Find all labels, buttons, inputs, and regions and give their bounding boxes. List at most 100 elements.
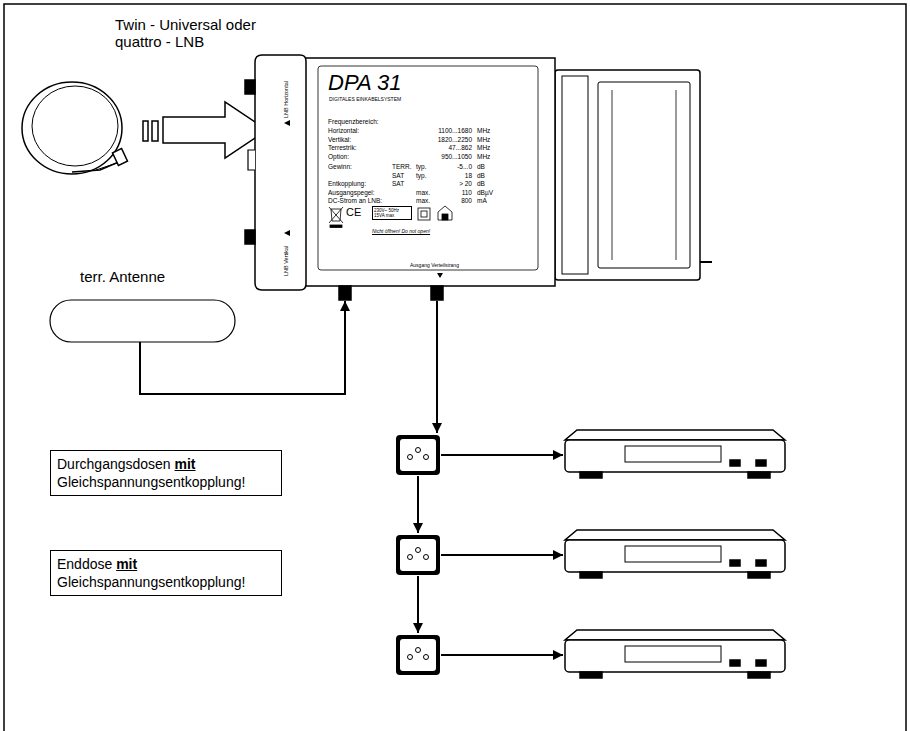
signal-wires-part xyxy=(140,301,345,394)
dpa-housing-part xyxy=(555,70,700,280)
dpa-housing-part xyxy=(245,230,255,244)
spec-text: DC-Strom an LNB: xyxy=(328,197,382,204)
spec-text: Terrestrik: xyxy=(328,144,357,151)
receivers-part-part xyxy=(580,672,602,678)
spec-unit: dB xyxy=(477,172,485,179)
dpa-housing-part xyxy=(255,55,306,290)
dpa-housing-part xyxy=(245,80,255,94)
spec-unit: dB xyxy=(477,180,485,187)
housing-symbols-part xyxy=(329,207,343,223)
spec-text: SAT xyxy=(392,172,404,179)
satellite-dish-part xyxy=(113,149,128,166)
receivers-part-part xyxy=(565,540,785,572)
receivers-part-part xyxy=(730,460,740,466)
signal-wires-part xyxy=(436,301,438,433)
ce-mark: CE xyxy=(346,206,361,219)
note-box: Enddose mit Gleichspannungsentkopplung! xyxy=(50,550,282,596)
receivers-part-part xyxy=(748,672,770,678)
dpa-housing-part xyxy=(248,150,255,170)
dpa-housing-part xyxy=(339,286,351,300)
antenna-outlets-part-part xyxy=(400,439,436,471)
signal-wires-part xyxy=(417,576,419,633)
antenna-outlets-part-part xyxy=(396,635,440,675)
antenna-outlets-part xyxy=(396,435,440,475)
receivers-part-part xyxy=(756,460,766,466)
antenna-outlets-part-part xyxy=(400,539,436,571)
note-box: Durchgangsdosen mit Gleichspannungsentko… xyxy=(50,450,282,496)
spec-value: 800 xyxy=(412,197,472,204)
dpa-housing-part xyxy=(562,76,588,274)
spec-text: TERR. xyxy=(392,163,412,170)
spec-text: Entkopplung: xyxy=(328,180,366,187)
lnb-caption: Twin - Universal oder quattro - LNB xyxy=(115,16,293,51)
receivers-part-part xyxy=(565,630,785,640)
satellite-dish-part xyxy=(96,163,117,170)
spec-text: max. xyxy=(416,189,430,196)
spec-unit: MHz xyxy=(477,136,490,143)
dpa-housing-part xyxy=(612,90,613,260)
port-label: LNB Vertikal xyxy=(283,246,289,276)
antenna-outlets-part-part xyxy=(400,639,436,671)
spec-text: Horizontal: xyxy=(328,127,359,134)
spec-text: Frequenzbereich: xyxy=(328,118,379,125)
spec-unit: mA xyxy=(477,197,487,204)
spec-text: Gewinn: xyxy=(328,163,352,170)
model-name: DPA 31 xyxy=(328,70,401,95)
housing-symbols xyxy=(284,120,452,278)
housing-symbols-part xyxy=(329,207,343,223)
receivers-part-part xyxy=(565,530,785,540)
housing-symbols-part xyxy=(418,208,430,220)
receivers-part-part xyxy=(565,440,785,472)
satellite-dish xyxy=(22,82,127,174)
housing-symbols-part xyxy=(442,214,448,220)
dpa-housing xyxy=(245,55,712,300)
note-text: Enddose mit Gleichspannungsentkopplung! xyxy=(57,555,275,591)
spec-value: > 20 xyxy=(412,180,472,187)
antenna-outlets-part-part xyxy=(408,455,413,460)
housing-symbols-part xyxy=(438,206,452,220)
antenna-outlets-part xyxy=(396,635,440,675)
spec-value: 1100...1680 xyxy=(412,127,472,134)
antenna-outlets-part-part xyxy=(408,655,413,660)
note-word: Durchgangsdosen xyxy=(57,456,171,472)
receivers-part xyxy=(565,630,785,678)
warning-text: Nicht öffnen! Do not open! xyxy=(372,229,430,235)
spec-unit: MHz xyxy=(477,153,490,160)
spec-value: 110 xyxy=(412,189,472,196)
spec-text: max. xyxy=(416,197,430,204)
receivers-part-part xyxy=(730,560,740,566)
spec-text: typ. xyxy=(416,163,426,170)
antenna-outlets-part-part xyxy=(424,455,429,460)
antenna-outlets-part-part xyxy=(396,435,440,475)
note-text: Durchgangsdosen mit Gleichspannungsentko… xyxy=(57,455,275,491)
note-word: mit xyxy=(116,556,137,572)
receivers-part-part xyxy=(730,660,740,666)
port-label: LNB Horizontal xyxy=(283,81,289,118)
receivers-part-part xyxy=(756,660,766,666)
spec-text: SAT xyxy=(392,180,404,187)
hollow-arrow-part xyxy=(143,121,148,141)
dpa-housing-part xyxy=(318,66,538,270)
antenna-outlets-part-part xyxy=(416,648,421,653)
terrestrial-antenna xyxy=(50,300,235,342)
receivers-part-part xyxy=(565,640,785,672)
spec-value: 1820...2250 xyxy=(412,136,472,143)
dpa-housing-part xyxy=(598,82,690,268)
receivers-part-part xyxy=(580,472,602,478)
antenna-outlets-part-part xyxy=(416,448,421,453)
antenna-caption: terr. Antenne xyxy=(80,268,165,285)
frame-border xyxy=(4,4,906,731)
antenna-outlets-part-part xyxy=(408,555,413,560)
housing-symbols-part xyxy=(284,120,290,126)
antenna-outlets-part-part xyxy=(396,535,440,575)
spec-text: typ. xyxy=(416,172,426,179)
dpa-housing-part xyxy=(700,261,712,263)
signal-wires-part xyxy=(441,554,563,556)
note-word: mit xyxy=(175,456,196,472)
receivers-part-part xyxy=(580,572,602,578)
spec-unit: MHz xyxy=(477,144,490,151)
model-subtitle: DIGITALES EINKABELSYSTEM xyxy=(329,97,401,103)
spec-value: 47...862 xyxy=(412,144,472,151)
spec-text: Option: xyxy=(328,153,349,160)
antenna-outlets xyxy=(396,435,440,675)
